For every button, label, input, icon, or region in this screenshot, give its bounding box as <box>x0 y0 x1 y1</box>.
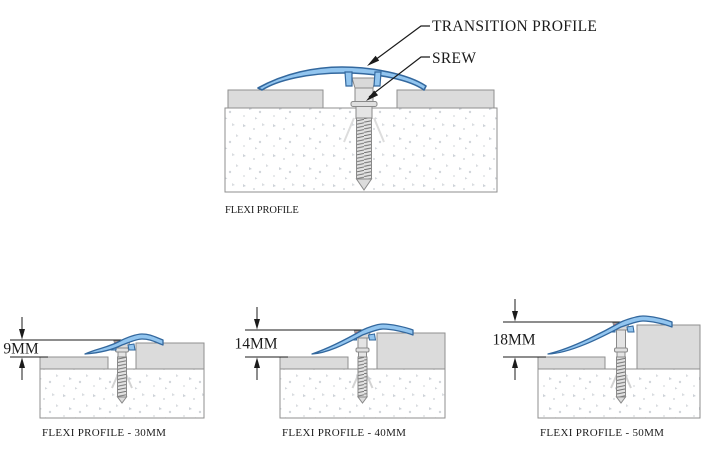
profile-clip-prong-left <box>344 71 353 87</box>
screw-threads <box>616 356 626 398</box>
dimension-arrow-up <box>512 357 518 368</box>
anchor-wing-right <box>373 117 385 143</box>
screw-neck <box>117 351 127 358</box>
dimension-label: 9MM <box>3 341 39 358</box>
leader-line-profile <box>370 25 430 64</box>
screw-threads <box>357 356 368 398</box>
leader-arrow-screw <box>366 90 379 101</box>
variant-diagrams: 9MM FLEXI PROFILE - 30MM 14MM FLEXI PROFILE… <box>3 299 701 439</box>
transition-profile-sloped <box>311 323 414 355</box>
dimension-arrow-down <box>512 311 518 322</box>
leader-arrow-profile <box>367 55 380 66</box>
profile-clip-prong-right <box>127 343 136 351</box>
screw-collar <box>614 347 628 353</box>
variant-caption: FLEXI PROFILE - 30MM <box>42 427 166 439</box>
floor-panel-right <box>636 324 701 370</box>
screw-head <box>351 77 377 89</box>
floor-panel-right <box>396 89 495 109</box>
screw-threads <box>356 117 372 180</box>
floor-panel-left <box>227 89 324 109</box>
screw-shank <box>354 87 374 103</box>
profile-clip-prong-right <box>373 71 382 87</box>
screw-shank <box>616 329 626 349</box>
floor-panel-left <box>279 356 349 370</box>
screw-neck <box>358 351 367 358</box>
transition-profile-sloped <box>84 333 164 355</box>
label-transition-profile: TRANSITION PROFILE <box>432 18 597 35</box>
profile-clip-prong-right <box>626 325 635 333</box>
floor-panel-left <box>39 356 109 370</box>
transition-profile-sloped <box>547 315 673 355</box>
screw-neck <box>616 351 626 358</box>
dimension-arrow-up <box>254 357 260 368</box>
dimension-label: 14MM <box>234 336 277 353</box>
transition-profile-arch <box>257 66 427 91</box>
dimension-label: 18MM <box>492 332 535 349</box>
leader-line-screw <box>368 56 430 98</box>
screw-collar <box>355 347 370 353</box>
screw-tip <box>355 178 373 191</box>
screw-tip <box>116 396 128 404</box>
dimension-arrow-down <box>19 329 25 340</box>
variant-diagram-3: 18MM FLEXI PROFILE - 50MM <box>492 299 701 439</box>
profile-clip-prong-right <box>367 333 377 341</box>
screw-tip <box>615 396 627 404</box>
screw-collar <box>115 347 129 353</box>
screw <box>343 77 385 191</box>
dimension-arrow-up <box>19 357 25 368</box>
main-caption: FLEXI PROFILE <box>225 205 299 216</box>
variant-diagram-2: 14MM FLEXI PROFILE - 40MM <box>234 307 446 439</box>
screw-tip <box>357 396 368 404</box>
anchor-wing-left <box>343 117 355 143</box>
dimension-arrow-down <box>254 319 260 330</box>
variant-caption: FLEXI PROFILE - 50MM <box>540 427 664 439</box>
floor-panel-right <box>376 332 446 370</box>
floor-panel-right <box>135 342 205 370</box>
screw-collar <box>350 101 378 107</box>
variant-diagram-1: 9MM FLEXI PROFILE - 30MM <box>3 317 205 439</box>
main-diagram: TRANSITION PROFILE SREW FLEXI PROFILE <box>224 18 597 216</box>
screw-neck <box>355 106 373 119</box>
floor-panel-left <box>537 356 606 370</box>
variant-caption: FLEXI PROFILE - 40MM <box>282 427 406 439</box>
screw-shank <box>357 337 368 349</box>
label-srew: SREW <box>432 50 476 67</box>
screw-threads <box>117 356 127 398</box>
